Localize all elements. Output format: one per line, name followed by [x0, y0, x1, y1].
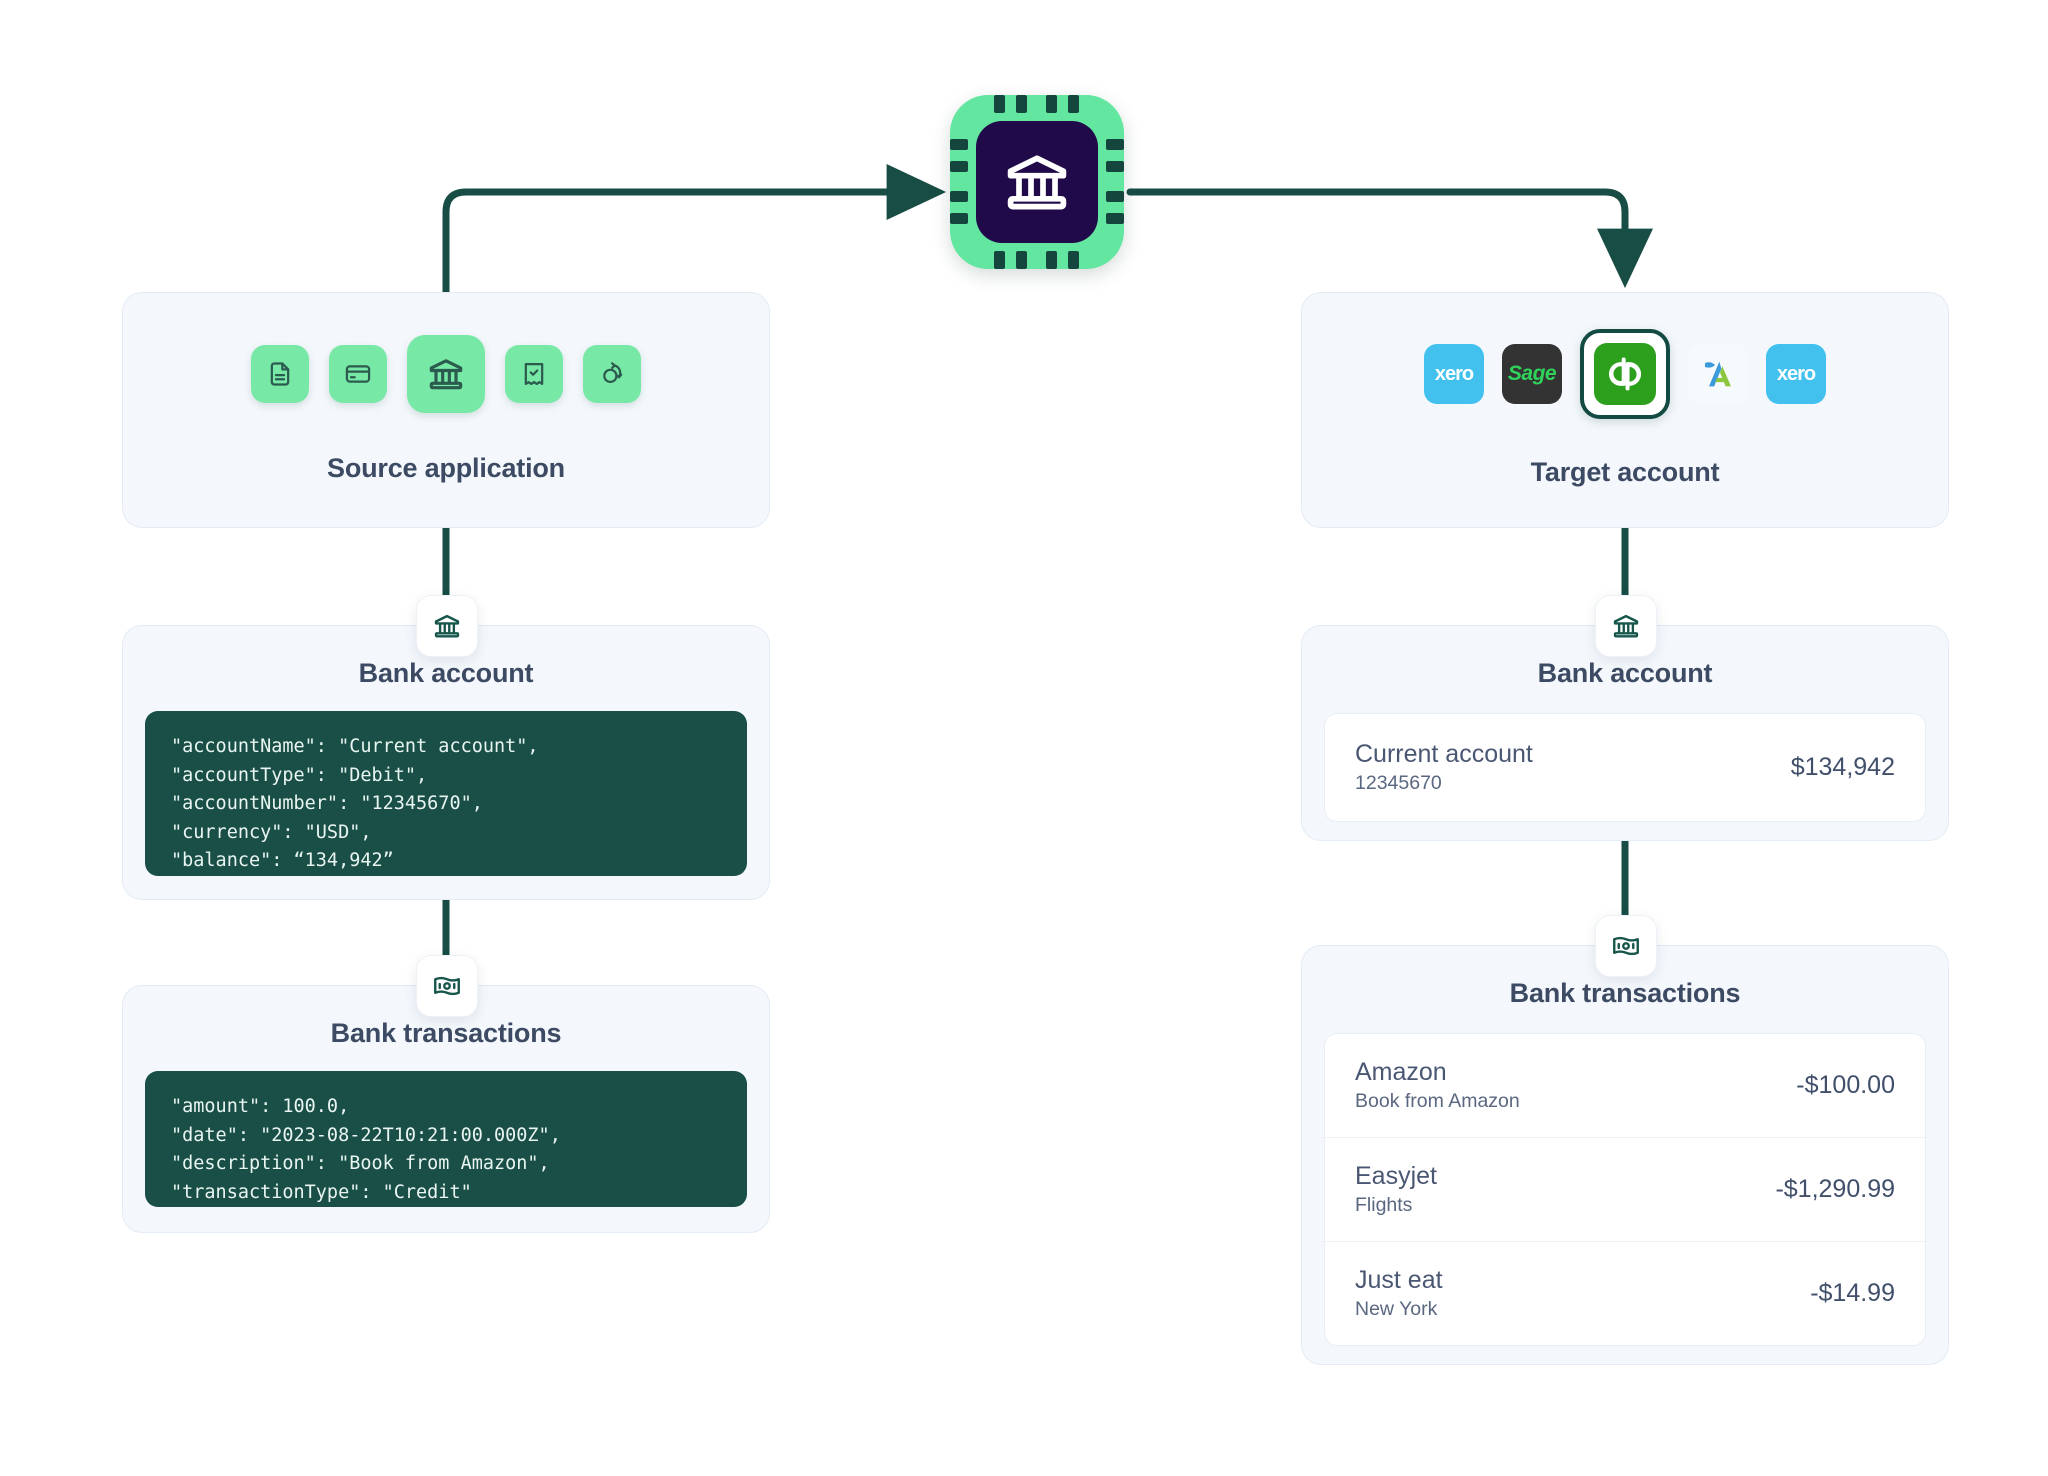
source-bank-transactions-code: "amount": 100.0, "date": "2023-08-22T10:…: [145, 1071, 747, 1207]
transaction-amount: -$1,290.99: [1775, 1175, 1895, 1203]
transaction-description: New York: [1355, 1298, 1438, 1320]
sage-logo-label: Sage: [1507, 362, 1557, 385]
bank-chip-icon: [950, 95, 1124, 269]
transaction-name: Amazon: [1355, 1058, 1447, 1086]
receipt-check-icon[interactable]: [505, 345, 563, 403]
bank-transactions-badge-target: [1595, 915, 1657, 977]
xero-logo[interactable]: xero: [1766, 344, 1826, 404]
source-application-panel: Source application: [122, 292, 770, 528]
source-icon-row: [123, 335, 769, 413]
source-panel-title: Source application: [327, 453, 565, 483]
bank-account-badge-target: [1595, 595, 1657, 657]
quickbooks-logo[interactable]: [1580, 329, 1670, 419]
source-bank-transactions-panel: Bank transactions "amount": 100.0, "date…: [122, 985, 770, 1233]
xero-logo-label: xero: [1776, 362, 1816, 385]
table-row[interactable]: Just eat New York -$14.99: [1325, 1241, 1925, 1345]
target-account-card[interactable]: Current account 12345670 $134,942: [1324, 713, 1926, 822]
banknote-icon: [1613, 936, 1639, 956]
source-bank-transactions-title: Bank transactions: [330, 1018, 562, 1048]
bank-icon: [1613, 614, 1639, 638]
target-logo-row: xero Sage: [1302, 329, 1948, 419]
credit-card-icon[interactable]: [329, 345, 387, 403]
account-balance: $134,942: [1790, 753, 1895, 781]
transaction-amount: -$100.00: [1796, 1071, 1895, 1099]
banknote-icon: [434, 976, 460, 996]
source-bank-account-title: Bank account: [358, 658, 534, 688]
bank-icon: [434, 614, 460, 638]
sync-icon[interactable]: [583, 345, 641, 403]
source-bank-account-panel: Bank account "accountName": "Current acc…: [122, 625, 770, 900]
document-icon[interactable]: [251, 345, 309, 403]
target-bank-account-title: Bank account: [1537, 658, 1713, 688]
chip-pins: [950, 95, 1124, 269]
target-panel-title: Target account: [1530, 457, 1720, 487]
bank-transactions-badge-source: [416, 955, 478, 1017]
chip-core: [976, 121, 1098, 243]
bank-account-badge-source: [416, 595, 478, 657]
target-account-panel: xero Sage: [1301, 292, 1949, 528]
account-name: Current account: [1355, 740, 1533, 768]
table-row[interactable]: Amazon Book from Amazon -$100.00: [1325, 1034, 1925, 1137]
account-row[interactable]: Current account 12345670 $134,942: [1325, 714, 1925, 821]
freeagent-logo[interactable]: [1688, 344, 1748, 404]
source-bank-account-code: "accountName": "Current account", "accou…: [145, 711, 747, 876]
xero-logo-label: xero: [1434, 362, 1474, 385]
account-number: 12345670: [1355, 772, 1442, 794]
table-row[interactable]: Easyjet Flights -$1,290.99: [1325, 1137, 1925, 1241]
transaction-description: Flights: [1355, 1194, 1413, 1216]
target-bank-transactions-title: Bank transactions: [1509, 978, 1741, 1008]
bank-icon[interactable]: [407, 335, 485, 413]
quickbooks-mark: [1594, 343, 1656, 405]
transaction-name: Easyjet: [1355, 1162, 1437, 1190]
target-bank-account-panel: Bank account Current account 12345670 $1…: [1301, 625, 1949, 841]
target-bank-transactions-panel: Bank transactions Amazon Book from Amazo…: [1301, 945, 1949, 1365]
bank-glyph: [1007, 155, 1067, 210]
transaction-description: Book from Amazon: [1355, 1090, 1520, 1112]
sage-logo[interactable]: Sage: [1502, 344, 1562, 404]
transaction-amount: -$14.99: [1810, 1279, 1895, 1307]
transactions-card: Amazon Book from Amazon -$100.00 Easyjet…: [1324, 1033, 1926, 1346]
transaction-name: Just eat: [1355, 1266, 1443, 1294]
xero-logo[interactable]: xero: [1424, 344, 1484, 404]
